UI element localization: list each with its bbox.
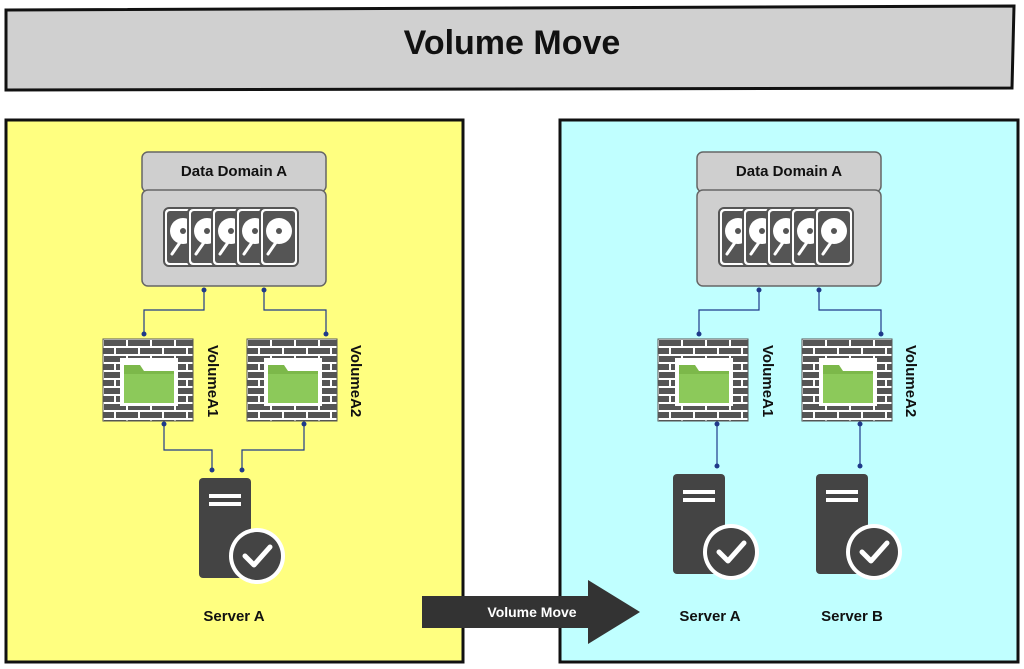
volume-a1-before: VolumeA1 bbox=[102, 338, 221, 422]
volume-a1-after: VolumeA1 bbox=[657, 338, 776, 422]
storage-device-before: Data Domain A bbox=[141, 151, 327, 287]
connectors-before bbox=[143, 290, 327, 470]
firewall-folder-icon bbox=[657, 338, 749, 422]
page-title: Volume Move bbox=[404, 24, 621, 62]
server-a-after: Server A bbox=[673, 474, 759, 625]
server-label-a-after: Server A bbox=[679, 608, 740, 625]
arrow-label: Volume Move bbox=[487, 604, 576, 620]
volume-a2-before: VolumeA2 bbox=[246, 338, 364, 422]
connector-dots-before bbox=[141, 287, 329, 473]
server-b-after: Server B bbox=[816, 474, 902, 625]
connectors-after bbox=[698, 290, 882, 466]
storage-label-before: Data Domain A bbox=[181, 163, 287, 180]
volume-move-arrow: Volume Move bbox=[422, 580, 640, 644]
hard-disk-array-icon bbox=[717, 206, 855, 268]
volume-label-a2-after: VolumeA2 bbox=[902, 345, 919, 417]
after-panel: Data Domain A VolumeA1 bbox=[558, 118, 1020, 664]
before-panel: Data Domain A VolumeA1 bbox=[4, 118, 465, 664]
hard-disk-array-icon bbox=[162, 206, 300, 268]
volume-a2-after: VolumeA2 bbox=[801, 338, 919, 422]
firewall-folder-icon bbox=[246, 338, 338, 422]
server-label-b-after: Server B bbox=[821, 608, 883, 625]
connector-dots-after bbox=[696, 287, 884, 469]
volume-label-a2-before: VolumeA2 bbox=[347, 345, 364, 417]
firewall-folder-icon bbox=[102, 338, 194, 422]
storage-device-after: Data Domain A bbox=[696, 151, 882, 287]
server-a-before: Server A bbox=[199, 478, 285, 625]
title-bar: Volume Move bbox=[4, 4, 1016, 92]
volume-label-a1-after: VolumeA1 bbox=[759, 345, 776, 417]
server-label-before: Server A bbox=[203, 608, 264, 625]
storage-label-after: Data Domain A bbox=[736, 163, 842, 180]
volume-label-a1-before: VolumeA1 bbox=[204, 345, 221, 417]
firewall-folder-icon bbox=[801, 338, 893, 422]
